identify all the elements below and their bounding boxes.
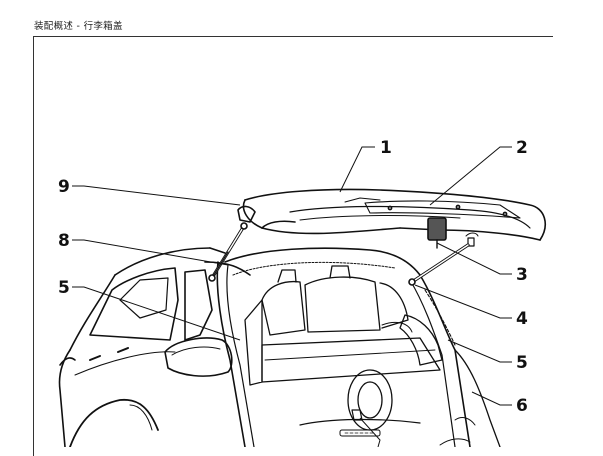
tailgate-opening bbox=[216, 247, 471, 447]
page-header-title: 装配概述 - 行李箱盖 bbox=[34, 21, 123, 32]
callout-5-right: 5 bbox=[516, 353, 528, 373]
callout-9: 9 bbox=[58, 177, 70, 197]
callout-leaders bbox=[72, 146, 512, 447]
vehicle-body bbox=[58, 247, 251, 447]
callout-3: 3 bbox=[516, 265, 528, 285]
callout-8: 8 bbox=[58, 231, 70, 251]
gas-struts bbox=[208, 222, 470, 286]
cargo-interior bbox=[244, 265, 501, 447]
callout-labels: 1 2 3 4 5 6 5 8 9 bbox=[58, 138, 528, 416]
callout-2: 2 bbox=[516, 138, 528, 158]
tailgate-lid bbox=[237, 188, 546, 249]
callout-6: 6 bbox=[516, 396, 528, 416]
callout-5-left: 5 bbox=[58, 278, 70, 298]
callout-1: 1 bbox=[380, 138, 392, 158]
seal-strip bbox=[424, 289, 456, 346]
callout-4: 4 bbox=[516, 309, 528, 329]
